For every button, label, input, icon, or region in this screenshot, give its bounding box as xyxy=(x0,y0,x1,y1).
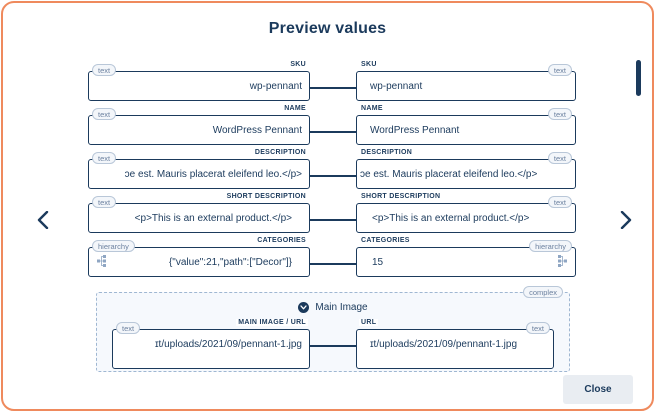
field-label: CATEGORIES xyxy=(359,237,412,244)
target-field-url: URL text ɪt/uploads/2021/09/pennant-1.jp… xyxy=(356,319,554,369)
connector-line xyxy=(310,87,356,89)
type-badge: text xyxy=(92,152,117,164)
field-value: ɪt/uploads/2021/09/pennant-1.jpg xyxy=(154,338,302,350)
field-label: SHORT DESCRIPTION xyxy=(359,193,443,200)
complex-group-title: Main Image xyxy=(315,302,368,313)
tree-icon xyxy=(558,255,567,267)
field-label: SKU xyxy=(288,61,308,68)
connector-line xyxy=(310,345,356,347)
chevron-left-icon xyxy=(37,211,49,229)
complex-group-toggle[interactable]: Main Image xyxy=(97,302,569,313)
connector-line xyxy=(310,175,356,177)
field-label: DESCRIPTION xyxy=(359,149,415,156)
field-value: {"value":21,"path":["Decor"]} xyxy=(168,256,292,268)
source-field-description: DESCRIPTION text ɔe est. Mauris placerat… xyxy=(88,149,310,189)
target-field-categories: CATEGORIES hierarchy 15 xyxy=(356,237,576,277)
source-field-main-image-url: MAIN IMAGE / URL text ɪt/uploads/2021/09… xyxy=(112,319,310,369)
connector-line xyxy=(310,131,356,133)
type-badge: complex xyxy=(523,286,563,298)
type-badge: text xyxy=(547,64,572,76)
field-value: wp-pennant xyxy=(249,80,302,92)
field-value: <p>This is an external product.</p> xyxy=(372,212,530,224)
field-label: NAME xyxy=(282,105,308,112)
field-value: ɔe est. Mauris placerat eleifend leo.</p… xyxy=(360,168,538,180)
type-badge: text xyxy=(525,322,550,334)
source-field-sku: SKU text wp-pennant xyxy=(88,61,310,101)
next-button[interactable] xyxy=(618,209,634,231)
field-label: SKU xyxy=(359,61,379,68)
target-field-sku: SKU text wp-pennant xyxy=(356,61,576,101)
connector-line xyxy=(310,219,356,221)
connector-line xyxy=(310,263,356,265)
field-label: NAME xyxy=(359,105,385,112)
field-value: wp-pennant xyxy=(370,80,423,92)
field-label: MAIN IMAGE / URL xyxy=(236,319,308,326)
chevron-down-icon xyxy=(298,302,310,313)
field-value: 15 xyxy=(372,256,384,268)
field-value: <p>This is an external product.</p> xyxy=(134,212,292,224)
source-field-categories: CATEGORIES hierarchy {"value":21,"path":… xyxy=(88,237,310,277)
type-badge: text xyxy=(116,322,141,334)
dialog-title: Preview values xyxy=(268,20,387,37)
scrollbar-thumb[interactable] xyxy=(636,60,641,96)
field-label: DESCRIPTION xyxy=(252,149,308,156)
target-field-description: DESCRIPTION text ɔe est. Mauris placerat… xyxy=(356,149,576,189)
close-button[interactable]: Close xyxy=(563,375,633,404)
field-value: ɪt/uploads/2021/09/pennant-1.jpg xyxy=(370,338,518,350)
chevron-right-icon xyxy=(620,211,632,229)
field-value: WordPress Pennant xyxy=(370,124,460,136)
type-badge: text xyxy=(92,196,117,208)
tree-icon xyxy=(97,255,106,267)
type-badge: text xyxy=(92,108,117,120)
type-badge: text xyxy=(547,196,572,208)
previous-button[interactable] xyxy=(35,209,51,231)
target-field-name: NAME text WordPress Pennant xyxy=(356,105,576,145)
type-badge: text xyxy=(547,108,572,120)
source-field-short-description: SHORT DESCRIPTION text <p>This is an ext… xyxy=(88,193,310,233)
type-badge: text xyxy=(92,64,117,76)
field-label: SHORT DESCRIPTION xyxy=(224,193,308,200)
type-badge: text xyxy=(547,152,572,164)
type-badge: hierarchy xyxy=(529,240,572,252)
field-value: ɔe est. Mauris placerat eleifend leo.</p… xyxy=(124,168,302,180)
field-label: CATEGORIES xyxy=(255,237,308,244)
field-value: WordPress Pennant xyxy=(212,124,302,136)
field-label: URL xyxy=(359,319,379,326)
type-badge: hierarchy xyxy=(92,240,135,252)
source-field-name: NAME text WordPress Pennant xyxy=(88,105,310,145)
target-field-short-description: SHORT DESCRIPTION text <p>This is an ext… xyxy=(356,193,576,233)
